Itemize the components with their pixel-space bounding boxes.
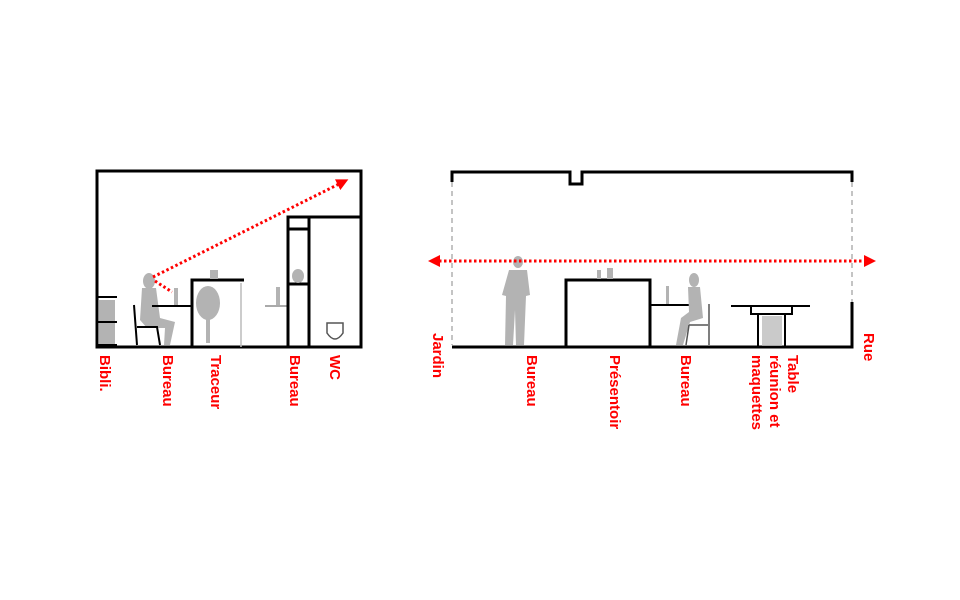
sight-line-arrow [152,179,349,279]
label-reunion-et: réunion et [766,355,783,428]
label-table: Table [784,355,801,393]
left-section: Bibli. Bureau Traceur Bureau WC [95,169,363,409]
seated-person-desk-right [650,273,710,346]
label-bureau-4: Bureau [677,355,694,407]
meeting-table [731,305,810,347]
label-maquettes: maquettes [748,355,765,430]
left-room-outline [95,169,363,349]
label-bureau-3: Bureau [523,355,540,407]
label-bureau-1: Bureau [159,355,176,407]
ceiling [450,170,854,186]
toilet-icon [326,322,344,340]
seated-person-desk [133,273,193,347]
label-bibli: Bibli. [96,355,113,392]
sight-line-desk [154,279,173,294]
bookshelf [97,296,117,346]
office-desk [265,215,361,347]
presentoir [564,268,652,349]
label-rue: Rue [860,333,877,361]
standing-person [502,256,530,345]
label-presentoir: Présentoir [606,355,623,429]
label-traceur: Traceur [207,355,224,409]
label-wc: WC [326,355,343,380]
right-section: Jardin Bureau Présentoir Bureau Table ré… [428,170,877,430]
label-bureau-2: Bureau [286,355,303,407]
label-jardin: Jardin [429,333,446,378]
plotter [190,270,244,347]
